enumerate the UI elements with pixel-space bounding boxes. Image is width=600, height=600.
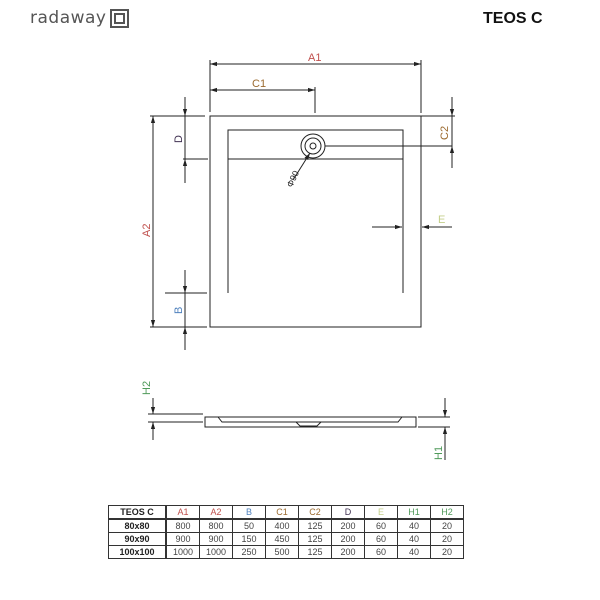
cell: 60 (364, 532, 398, 546)
header-a2: A2 (199, 505, 233, 520)
header-e: E (364, 505, 398, 520)
cell: 125 (298, 545, 332, 559)
table-row: 90x90 900 900 150 450 125 200 60 40 20 (108, 532, 464, 546)
cell-model: 90x90 (108, 532, 167, 546)
logo-square-icon (109, 8, 129, 28)
cell: 800 (199, 518, 233, 533)
tray-inner-edge (227, 129, 404, 293)
cell: 125 (298, 532, 332, 546)
cell: 200 (331, 545, 365, 559)
cell: 200 (331, 518, 365, 533)
label-e: E (438, 214, 445, 226)
cell: 900 (165, 532, 200, 546)
header-c1: C1 (265, 505, 299, 520)
drain-leader (292, 152, 311, 181)
label-drain-diameter: Φ90 (285, 169, 301, 189)
header-h2: H2 (430, 505, 464, 520)
technical-drawing: A1 C1 A2 D B C2 E Φ90 H2 H1 (141, 52, 455, 460)
label-h2: H2 (141, 381, 153, 395)
cell: 500 (265, 545, 299, 559)
cell: 200 (331, 532, 365, 546)
cell: 250 (232, 545, 266, 559)
cell: 20 (430, 532, 464, 546)
cell: 1000 (165, 545, 200, 559)
header-a1: A1 (165, 505, 200, 520)
header-c2: C2 (298, 505, 332, 520)
logo-text: radaway (30, 8, 107, 28)
table-header-row: TEOS C A1 A2 B C1 C2 D E H1 H2 (108, 505, 464, 520)
cell: 1000 (199, 545, 233, 559)
table-row: 80x80 800 800 50 400 125 200 60 40 20 (108, 518, 464, 533)
cell: 20 (430, 518, 464, 533)
cell: 40 (397, 532, 431, 546)
cell: 450 (265, 532, 299, 546)
cell: 400 (265, 518, 299, 533)
cell-model: 80x80 (108, 518, 167, 533)
dimensions-table: TEOS C A1 A2 B C1 C2 D E H1 H2 80x80 800… (108, 505, 464, 559)
radaway-logo: radaway (30, 8, 129, 28)
cell: 60 (364, 518, 398, 533)
label-c1: C1 (252, 78, 266, 90)
label-h1: H1 (433, 446, 445, 460)
table-row: 100x100 1000 1000 250 500 125 200 60 40 … (108, 545, 464, 559)
cell: 20 (430, 545, 464, 559)
cell: 900 (199, 532, 233, 546)
label-a2: A2 (141, 224, 153, 237)
cell: 800 (165, 518, 200, 533)
drain-icon (300, 133, 452, 159)
header-h1: H1 (397, 505, 431, 520)
label-c2: C2 (439, 126, 451, 140)
cell: 125 (298, 518, 332, 533)
label-d: D (173, 135, 185, 143)
cell: 40 (397, 545, 431, 559)
cell: 150 (232, 532, 266, 546)
cell: 60 (364, 545, 398, 559)
header-model: TEOS C (108, 505, 167, 520)
header-d: D (331, 505, 365, 520)
tray-outline (209, 115, 422, 328)
tray-side-view (204, 416, 417, 428)
cell: 40 (397, 518, 431, 533)
product-title: TEOS C (483, 10, 543, 27)
label-b: B (173, 307, 185, 314)
cell: 50 (232, 518, 266, 533)
cell-model: 100x100 (108, 545, 167, 559)
header-b: B (232, 505, 266, 520)
label-a1: A1 (308, 52, 321, 64)
